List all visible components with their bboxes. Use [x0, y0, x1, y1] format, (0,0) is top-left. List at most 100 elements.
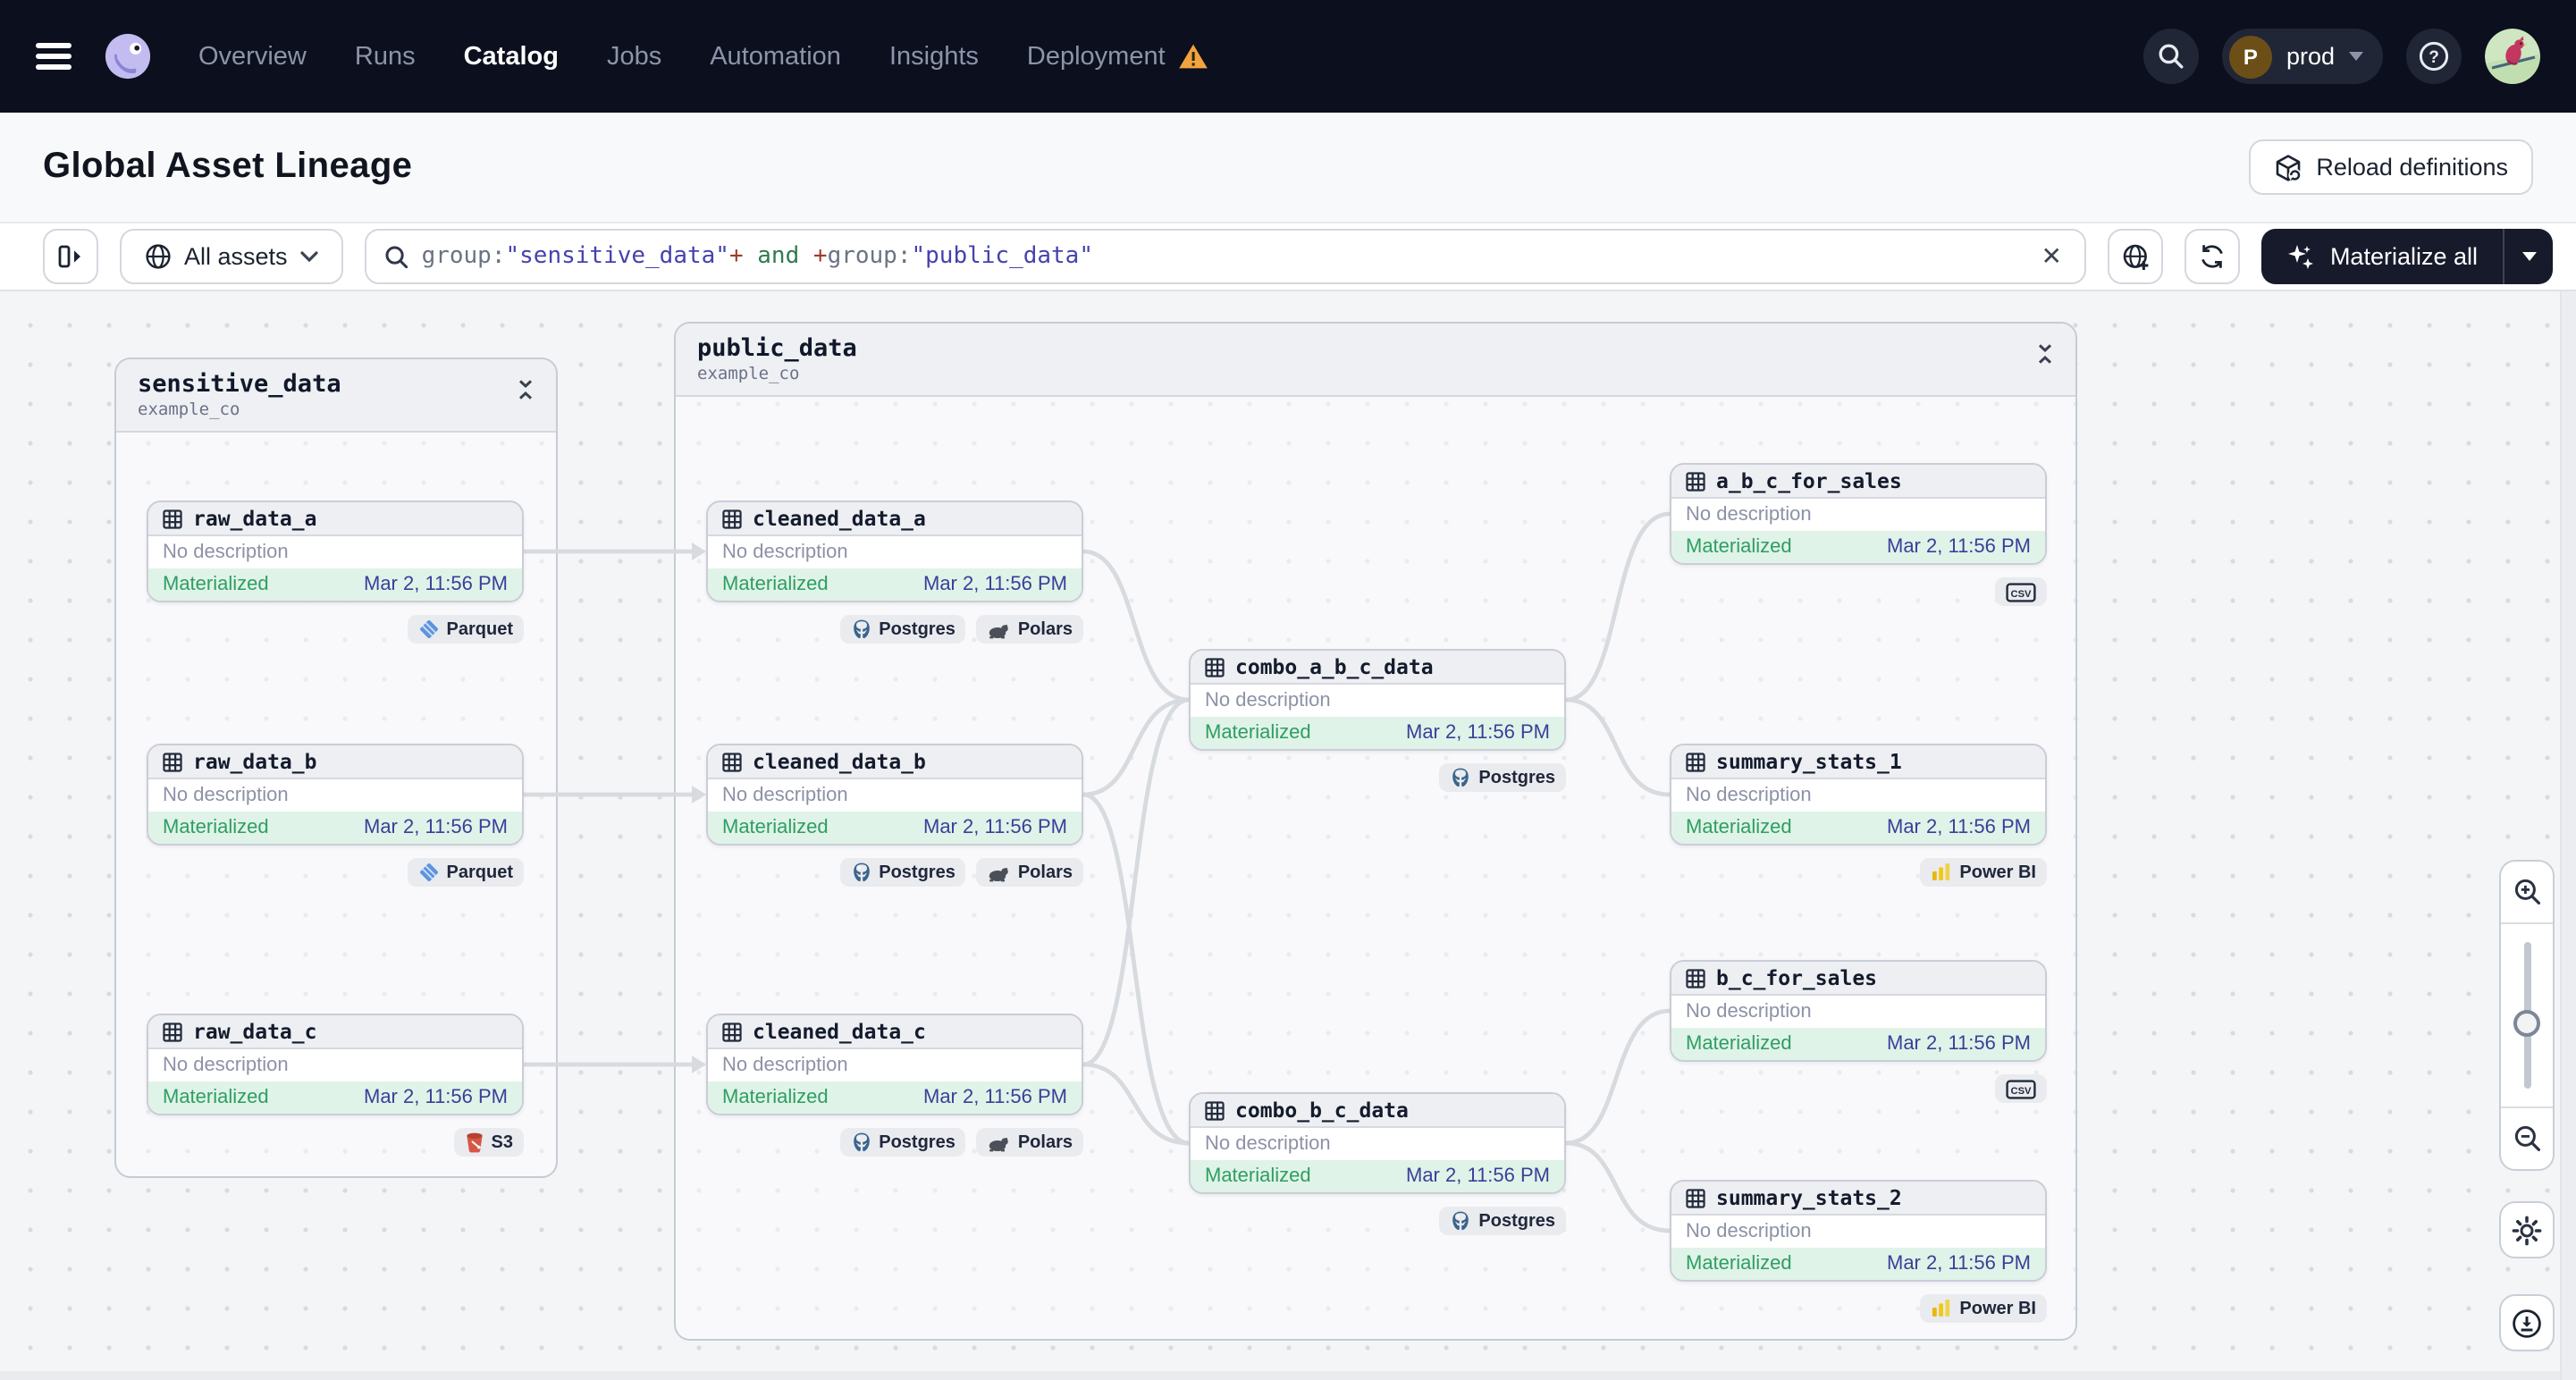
zoom-out-button[interactable]: [2501, 1108, 2553, 1169]
asset-node-raw_data_c[interactable]: raw_data_c No description Materialized M…: [147, 1014, 524, 1115]
asset-badges: Power BI: [1670, 1294, 2047, 1323]
badge-label: Parquet: [446, 862, 513, 882]
zoom-in-button[interactable]: [2501, 862, 2553, 922]
asset-status-row: Materialized Mar 2, 11:56 PM: [1671, 531, 2045, 563]
horizontal-scrollbar[interactable]: [0, 1371, 2560, 1380]
query-token: "public_data": [911, 243, 1094, 270]
table-icon: [1686, 752, 1705, 771]
kind-badge-postgres: Postgres: [1439, 1207, 1566, 1235]
deployment-switcher[interactable]: P prod: [2221, 29, 2383, 84]
badge-label: Postgres: [1478, 768, 1555, 787]
lineage-canvas[interactable]: sensitive_data example_co public_data ex…: [0, 291, 2576, 1380]
user-avatar[interactable]: [2485, 29, 2540, 84]
asset-timestamp: Mar 2, 11:56 PM: [923, 817, 1067, 838]
asset-scope-dropdown[interactable]: All assets: [120, 229, 343, 284]
asset-node-combo_b_c_data[interactable]: combo_b_c_data No description Materializ…: [1189, 1092, 1566, 1194]
postgres-icon: [1450, 1210, 1471, 1232]
asset-status: Materialized: [1686, 1033, 1792, 1055]
asset-status-row: Materialized Mar 2, 11:56 PM: [708, 1081, 1082, 1114]
new-catalog-view-button[interactable]: [2108, 229, 2164, 284]
asset-status-row: Materialized Mar 2, 11:56 PM: [148, 1081, 522, 1114]
badge-label: Postgres: [879, 619, 955, 639]
polars-icon: [988, 619, 1011, 639]
asset-node-cleaned_data_a[interactable]: cleaned_data_a No description Materializ…: [706, 501, 1083, 602]
asset-status-row: Materialized Mar 2, 11:56 PM: [1191, 1160, 1564, 1192]
reload-definitions-button[interactable]: Reload definitions: [2248, 139, 2533, 195]
asset-search-input[interactable]: group:"sensitive_data"+ and +group:"publ…: [364, 229, 2087, 284]
graph-settings-button[interactable]: [2499, 1201, 2555, 1258]
nav-item-label: Runs: [354, 42, 416, 71]
asset-description: No description: [163, 1055, 289, 1076]
asset-badges: Postgres: [1189, 763, 1566, 792]
asset-node-raw_data_a[interactable]: raw_data_a No description Materialized M…: [147, 501, 524, 602]
refresh-button[interactable]: [2185, 229, 2241, 284]
asset-node-header: cleaned_data_a: [708, 502, 1082, 536]
asset-scope-label: All assets: [184, 243, 288, 270]
gear-icon: [2512, 1215, 2542, 1245]
kind-badge-polars: Polars: [976, 615, 1083, 644]
asset-node-cleaned_data_c[interactable]: cleaned_data_c No description Materializ…: [706, 1014, 1083, 1115]
collapse-group-icon[interactable]: [2036, 341, 2054, 374]
asset-node-cleaned_data_b[interactable]: cleaned_data_b No description Materializ…: [706, 744, 1083, 846]
zoom-slider-knob[interactable]: [2513, 1010, 2540, 1037]
nav-item-overview[interactable]: Overview: [198, 42, 307, 71]
asset-description: No description: [1686, 785, 1812, 806]
asset-node-header: cleaned_data_b: [708, 745, 1082, 779]
table-icon: [163, 752, 182, 771]
deployment-initial: P: [2228, 35, 2272, 78]
asset-status: Materialized: [1205, 722, 1311, 744]
asset-node-summary_stats_1[interactable]: summary_stats_1 No description Materiali…: [1670, 744, 2047, 846]
nav-item-automation[interactable]: Automation: [710, 42, 841, 71]
postgres-icon: [1450, 767, 1471, 788]
zoom-slider[interactable]: [2501, 922, 2553, 1108]
asset-description: No description: [1686, 504, 1812, 526]
nav-item-deployment[interactable]: Deployment: [1027, 42, 1208, 71]
search-icon[interactable]: [2142, 29, 2199, 84]
asset-status: Materialized: [722, 1087, 829, 1108]
asset-status-row: Materialized Mar 2, 11:56 PM: [708, 568, 1082, 601]
asset-node-summary_stats_2[interactable]: summary_stats_2 No description Materiali…: [1670, 1180, 2047, 1282]
open-asset-panel-button[interactable]: [43, 229, 98, 284]
globe-icon: [146, 244, 171, 269]
group-subtitle: example_co: [697, 364, 800, 384]
asset-description: No description: [722, 1055, 848, 1076]
asset-name: cleaned_data_b: [753, 749, 926, 774]
download-graph-button[interactable]: [2499, 1294, 2555, 1351]
lineage-toolbar: All assets group:"sensitive_data"+ and +…: [0, 223, 2576, 291]
kind-badge-postgres: Postgres: [839, 1128, 966, 1157]
materialize-all-button[interactable]: Materialize all: [2262, 229, 2503, 284]
kind-badge-polars: Polars: [976, 1128, 1083, 1157]
badge-label: Polars: [1017, 862, 1073, 882]
nav-item-runs[interactable]: Runs: [355, 42, 416, 71]
query-token: "sensitive_data": [505, 243, 729, 270]
menu-icon[interactable]: [36, 43, 72, 70]
table-icon: [1205, 657, 1225, 677]
nav-item-catalog[interactable]: Catalog: [464, 42, 559, 71]
asset-status: Materialized: [1686, 1253, 1792, 1275]
kind-badge-parquet: Parquet: [407, 615, 524, 644]
badge-label: Postgres: [879, 862, 955, 882]
query-token: and: [743, 243, 813, 270]
asset-badges: S3: [147, 1128, 524, 1157]
asset-node-raw_data_b[interactable]: raw_data_b No description Materialized M…: [147, 744, 524, 846]
badge-label: Postgres: [879, 1132, 955, 1152]
asset-name: raw_data_b: [193, 749, 317, 774]
download-icon: [2513, 1308, 2541, 1337]
nav-item-insights[interactable]: Insights: [889, 42, 979, 71]
query-token: +: [728, 243, 744, 270]
help-icon[interactable]: ?: [2406, 29, 2462, 84]
vertical-scrollbar[interactable]: [2560, 291, 2576, 1380]
zoom-panel: [2499, 860, 2555, 1171]
clear-search-icon[interactable]: ✕: [2041, 241, 2062, 270]
dagster-logo-icon[interactable]: [104, 32, 152, 80]
asset-node-combo_a_b_c_data[interactable]: combo_a_b_c_data No description Material…: [1189, 649, 1566, 751]
kind-badge-power-bi: Power BI: [1920, 858, 2047, 887]
asset-timestamp: Mar 2, 11:56 PM: [1887, 817, 2031, 838]
asset-node-b_c_for_sales[interactable]: b_c_for_sales No description Materialize…: [1670, 960, 2047, 1062]
asset-name: raw_data_c: [193, 1019, 317, 1044]
nav-item-jobs[interactable]: Jobs: [607, 42, 661, 71]
asset-node-a_b_c_for_sales[interactable]: a_b_c_for_sales No description Materiali…: [1670, 463, 2047, 565]
collapse-group-icon[interactable]: [517, 377, 535, 409]
materialize-options-button[interactable]: [2503, 229, 2553, 284]
nav-item-label: Catalog: [463, 42, 559, 71]
